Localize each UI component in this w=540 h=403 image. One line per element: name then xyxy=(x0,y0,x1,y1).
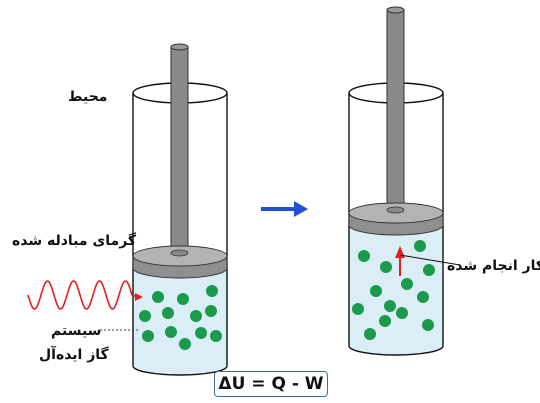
left-molecule xyxy=(139,310,151,322)
energy-equation: ΔU = Q - W xyxy=(214,371,328,397)
right-gas-region xyxy=(349,223,443,355)
work-done-label: کار انجام شده xyxy=(447,258,540,274)
right-molecule xyxy=(364,328,376,340)
right-molecule xyxy=(396,307,408,319)
left-molecule xyxy=(179,338,191,350)
left-molecule xyxy=(205,305,217,317)
right-molecule xyxy=(379,315,391,327)
heat-wave-icon xyxy=(27,280,139,310)
right-piston-rod xyxy=(386,9,405,215)
system-label: سیستم xyxy=(51,323,102,339)
right-molecule xyxy=(417,291,429,303)
right-molecule xyxy=(422,319,434,331)
left-molecule xyxy=(206,285,218,297)
process-arrow-icon xyxy=(261,201,308,217)
right-molecule xyxy=(358,250,370,262)
right-cylinder xyxy=(348,6,444,356)
left-molecule xyxy=(152,291,164,303)
right-molecule xyxy=(414,240,426,252)
left-molecule xyxy=(165,326,177,338)
left-molecule xyxy=(142,330,154,342)
right-molecule xyxy=(380,261,392,273)
ideal-gas-label: گاز ایده‌آل xyxy=(39,347,109,363)
left-molecule xyxy=(210,330,222,342)
right-molecule xyxy=(423,264,435,276)
work-leader-line xyxy=(399,254,461,266)
right-molecule xyxy=(401,278,413,290)
left-molecule xyxy=(195,327,207,339)
right-gas-molecules xyxy=(352,240,435,340)
left-molecule xyxy=(177,293,189,305)
left-molecule xyxy=(190,310,202,322)
surroundings-label: محیط xyxy=(68,89,108,105)
right-molecule xyxy=(384,300,396,312)
right-molecule xyxy=(352,303,364,315)
left-molecule xyxy=(162,307,174,319)
right-molecule xyxy=(370,285,382,297)
left-cylinder xyxy=(132,43,228,376)
left-piston-rod xyxy=(170,46,189,258)
heat-arrow-icon xyxy=(135,293,143,301)
left-piston xyxy=(132,245,228,279)
left-gas-molecules xyxy=(139,285,222,350)
heat-exchanged-label: گرمای مبادله شده xyxy=(12,233,137,249)
